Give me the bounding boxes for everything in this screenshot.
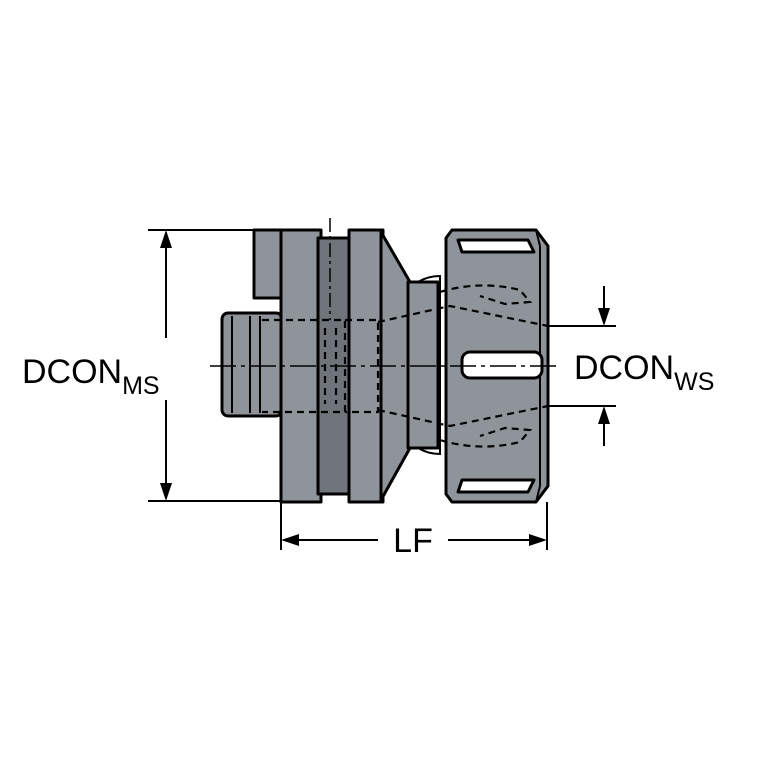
dim-dcon-ms bbox=[148, 229, 281, 502]
nut-slot-bottom bbox=[456, 478, 536, 494]
arrow-dcon-ws-top bbox=[598, 308, 610, 326]
nut-slot-top bbox=[456, 238, 536, 254]
tool-holder-body bbox=[220, 228, 550, 504]
arrow-lf-right bbox=[529, 534, 547, 546]
neck bbox=[406, 280, 440, 450]
drive-key-tab bbox=[252, 228, 286, 300]
dim-dcon-ws bbox=[548, 286, 616, 446]
label-dcon-ws: DCONWS bbox=[574, 349, 714, 396]
arrow-dcon-ms-bottom bbox=[160, 483, 172, 501]
arrow-lf-left bbox=[281, 534, 299, 546]
dim-lf bbox=[280, 502, 548, 550]
arrow-dcon-ms-top bbox=[160, 230, 172, 248]
arrow-dcon-ws-bottom bbox=[598, 406, 610, 424]
label-lf: LF bbox=[393, 522, 433, 560]
label-dcon-ms: DCONMS bbox=[22, 353, 160, 400]
nut-slot-middle bbox=[460, 350, 544, 380]
